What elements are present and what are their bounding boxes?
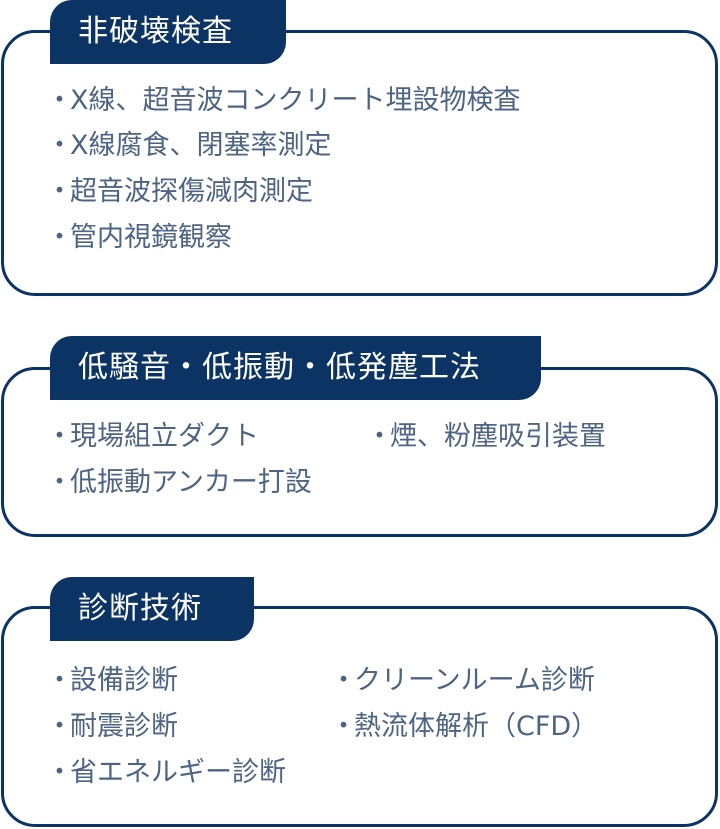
bullet-icon: ・ (46, 130, 73, 161)
section-frame (1, 606, 718, 827)
list-item: ・耐震診断 (46, 711, 178, 742)
list-item: ・省エネルギー診断 (46, 757, 286, 788)
list-item: ・現場組立ダクト (46, 421, 259, 452)
bullet-icon: ・ (46, 421, 73, 452)
bullet-icon: ・ (46, 222, 73, 253)
list-item: ・クリーンルーム診断 (330, 665, 595, 696)
list-item: ・X線、超音波コンクリート埋設物検査 (46, 85, 521, 116)
bullet-icon: ・ (330, 711, 357, 742)
bullet-icon: ・ (46, 711, 73, 742)
list-item: ・X線腐食、閉塞率測定 (46, 130, 332, 161)
list-item: ・管内視鏡観察 (46, 222, 232, 253)
list-item: ・設備診断 (46, 665, 178, 696)
list-item: ・超音波探傷減肉測定 (46, 176, 313, 207)
bullet-icon: ・ (330, 665, 357, 696)
section-low-noise-methods: 低騒音・低振動・低発塵工法 ・現場組立ダクト ・煙、粉塵吸引装置 ・低振動アンカ… (0, 336, 720, 538)
bullet-icon: ・ (46, 467, 73, 498)
section-title: 低騒音・低振動・低発塵工法 (50, 336, 541, 400)
section-title: 非破壊検査 (50, 0, 286, 64)
bullet-icon: ・ (46, 176, 73, 207)
bullet-icon: ・ (46, 757, 73, 788)
section-diagnostic-technology: 診断技術 ・設備診断 ・クリーンルーム診断 ・耐震診断 ・熱流体解析（CFD） … (0, 577, 720, 829)
section-title: 診断技術 (50, 577, 254, 641)
section-non-destructive-inspection: 非破壊検査 ・X線、超音波コンクリート埋設物検査 ・X線腐食、閉塞率測定 ・超音… (0, 0, 720, 296)
list-item: ・熱流体解析（CFD） (330, 711, 599, 742)
bullet-icon: ・ (46, 85, 73, 116)
bullet-icon: ・ (46, 665, 73, 696)
section-frame (1, 30, 718, 296)
list-item: ・低振動アンカー打設 (46, 467, 312, 498)
bullet-icon: ・ (366, 421, 393, 452)
list-item: ・煙、粉塵吸引装置 (366, 421, 606, 452)
